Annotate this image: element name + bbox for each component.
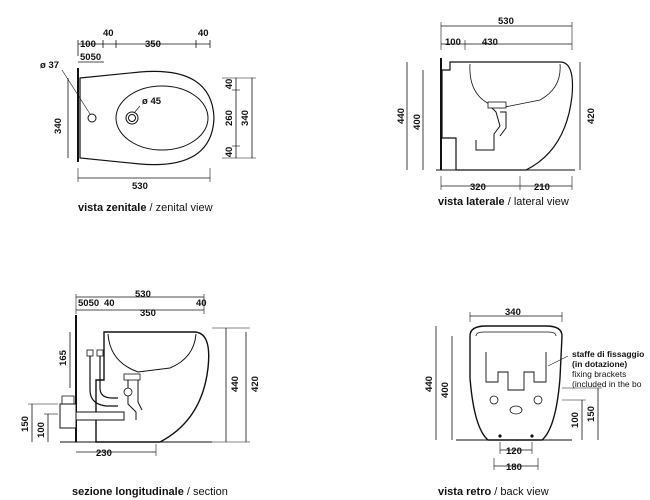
note-line-2: (in dotazione): [572, 359, 628, 369]
dim-180: 180: [506, 462, 522, 473]
dim-210: 210: [534, 182, 550, 193]
note-line-3: fixing brackets: [572, 369, 627, 379]
zenital-view: 100 40 350 40 5050 ø 37 ø 45 340 40 260 …: [40, 28, 256, 192]
dim-440: 440: [424, 376, 435, 392]
back-view-caption: vista retro / back view: [438, 486, 549, 498]
section-view: 530 5050 40 350 40 165 150 100 440 420 2…: [20, 289, 261, 459]
dim-100: 100: [36, 422, 47, 438]
dim-150: 150: [20, 416, 31, 432]
dim-340-right: 340: [240, 110, 251, 126]
dim-phi45: ø 45: [142, 96, 162, 107]
dim-100: 100: [445, 37, 461, 48]
fixing-brackets-note: staffe di fissaggio (in dotazione) fixin…: [572, 349, 644, 389]
dim-430: 430: [482, 37, 498, 48]
dim-phi37: ø 37: [40, 60, 59, 71]
dim-340: 340: [505, 307, 521, 318]
dim-165: 165: [58, 349, 69, 366]
zenital-view-caption: vista zenitale / zenital view: [78, 202, 213, 214]
dim-420: 420: [586, 108, 597, 124]
dim-40: 40: [103, 28, 114, 39]
dim-340-left: 340: [53, 118, 64, 134]
dim-350: 350: [145, 39, 161, 50]
dim-350: 350: [140, 308, 156, 319]
lateral-view-caption: vista laterale / lateral view: [438, 196, 569, 208]
dim-440: 440: [230, 376, 241, 392]
dim-100: 100: [80, 39, 96, 50]
dim-5050: 5050: [78, 298, 99, 309]
dim-150: 150: [586, 406, 597, 422]
dim-400: 400: [440, 382, 451, 398]
dim-120: 120: [506, 446, 522, 457]
dim-440: 440: [396, 108, 407, 124]
note-line-1: staffe di fissaggio: [572, 349, 645, 359]
dim-40: 40: [104, 298, 115, 309]
lateral-view: 530 100 430 440 400 420 320 210: [396, 16, 597, 193]
dim-40: 40: [224, 147, 235, 158]
dim-400: 400: [412, 114, 423, 130]
dim-230: 230: [96, 448, 112, 459]
dim-420: 420: [250, 376, 261, 392]
dim-40: 40: [224, 79, 235, 90]
dim-320: 320: [470, 182, 486, 193]
dim-260: 260: [224, 110, 235, 126]
dim-530: 530: [135, 289, 151, 300]
dim-5050: 5050: [80, 52, 101, 63]
section-view-caption: sezione longitudinale / section: [72, 486, 228, 498]
dim-100: 100: [570, 412, 581, 428]
dim-530: 530: [498, 16, 514, 27]
dim-40: 40: [196, 298, 207, 309]
note-line-4: (included in the bo: [572, 379, 642, 389]
dim-530: 530: [132, 181, 148, 192]
back-view: 340 440 400 100 150 120 180: [424, 307, 602, 473]
dim-40: 40: [198, 28, 209, 39]
